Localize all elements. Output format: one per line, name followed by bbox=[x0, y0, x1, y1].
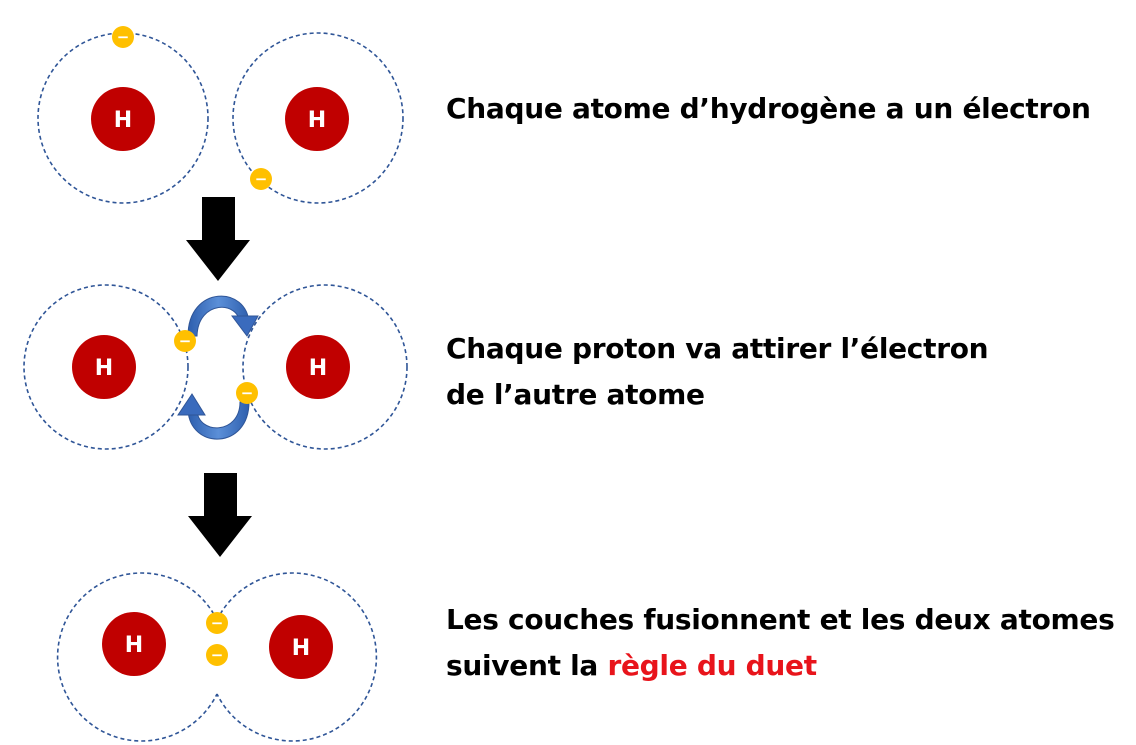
step1-caption: Chaque atome d’hydrogène a un électron bbox=[446, 86, 1091, 132]
attraction-arrow-icon bbox=[177, 393, 250, 440]
caption-line: Chaque atome d’hydrogène a un électron bbox=[446, 92, 1091, 125]
electron: − bbox=[206, 612, 228, 634]
electron-charge: − bbox=[211, 614, 224, 632]
electron-charge: − bbox=[211, 646, 224, 664]
hydrogen-nucleus: H bbox=[72, 335, 136, 399]
hydrogen-nucleus: H bbox=[286, 335, 350, 399]
nucleus-label: H bbox=[95, 356, 113, 381]
hydrogen-nucleus: H bbox=[285, 87, 349, 151]
nucleus-label: H bbox=[309, 356, 327, 381]
orbit-shell bbox=[56, 572, 218, 742]
orbit-shell bbox=[232, 32, 404, 204]
electron-charge: − bbox=[255, 170, 268, 188]
step1-atoms: H H − − bbox=[37, 26, 404, 204]
caption-line: Les couches fusionnent et les deux atome… bbox=[446, 603, 1115, 636]
step3-molecule: H H − − bbox=[56, 572, 378, 742]
orbit-shell bbox=[23, 284, 189, 450]
electron: − bbox=[250, 168, 272, 190]
hydrogen-nucleus: H bbox=[102, 612, 166, 676]
attraction-arrow-icon bbox=[187, 295, 259, 337]
nucleus-label: H bbox=[308, 108, 326, 133]
orbit-shell bbox=[216, 572, 378, 742]
electron: − bbox=[236, 382, 258, 404]
electron-charge: − bbox=[241, 384, 254, 402]
down-arrow-icon bbox=[188, 473, 252, 557]
duet-rule-highlight: règle du duet bbox=[607, 649, 817, 682]
caption-line: suivent la règle du duet bbox=[446, 643, 1114, 689]
caption-line: Chaque proton va attirer l’électron bbox=[446, 332, 989, 365]
electron: − bbox=[112, 26, 134, 48]
step2-atoms: H H − − bbox=[23, 284, 408, 450]
electron: − bbox=[206, 644, 228, 666]
nucleus-label: H bbox=[114, 108, 132, 133]
caption-text: suivent la bbox=[446, 649, 608, 682]
hydrogen-nucleus: H bbox=[269, 615, 333, 679]
electron-charge: − bbox=[117, 28, 130, 46]
down-arrow-icon bbox=[186, 197, 250, 281]
electron: − bbox=[174, 330, 196, 352]
step2-caption: Chaque proton va attirer l’électron de l… bbox=[446, 326, 989, 418]
nucleus-label: H bbox=[292, 636, 310, 661]
hydrogen-nucleus: H bbox=[91, 87, 155, 151]
step3-caption: Les couches fusionnent et les deux atome… bbox=[446, 597, 1115, 689]
electron-charge: − bbox=[179, 332, 192, 350]
orbit-shell bbox=[242, 284, 408, 450]
caption-line: de l’autre atome bbox=[446, 378, 705, 411]
nucleus-label: H bbox=[125, 633, 143, 658]
